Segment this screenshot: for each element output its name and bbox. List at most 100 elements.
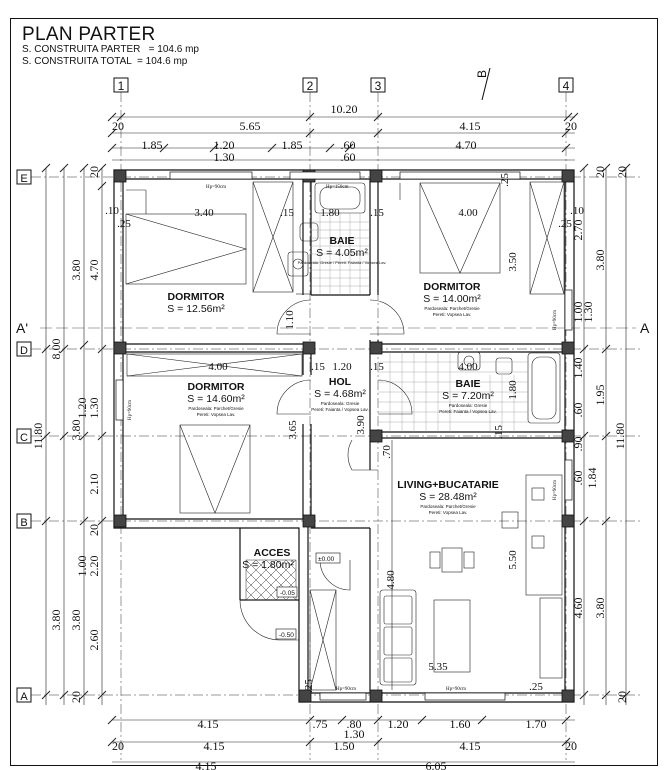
room-hallway: HOL S = 4.68m² Pardoseala: Gresie Pereti… [311, 376, 368, 412]
sill-label: Hp=90cm [553, 480, 558, 500]
room-area: S = 4.68m² [314, 388, 366, 400]
dim-label: 4.15 [196, 759, 217, 770]
room-area: S = 12.56m² [167, 303, 225, 315]
dim-label: 20 [615, 166, 629, 178]
room-area: S = 14.00m² [423, 293, 481, 305]
dim-label: 4.70 [87, 260, 101, 281]
entrance-hatch [245, 559, 297, 601]
axis-label: 3 [375, 79, 382, 93]
room-finish: Pardoseala: Gresie / Pereti: Faianta / V… [298, 260, 387, 265]
dim-label: .10 [105, 205, 119, 217]
section-marker-top: B [475, 70, 489, 78]
room-area: S = 7.20m² [442, 390, 494, 402]
dim-label: .25 [529, 681, 543, 693]
structural-columns [113, 169, 575, 703]
dim-label: 1.84 [585, 468, 599, 489]
level-label: -0.50 [279, 632, 294, 639]
dim-label: .15 [493, 425, 505, 439]
dim-label: 1.70 [526, 717, 547, 731]
dim-label: 20 [112, 739, 124, 753]
axis-label: 1 [118, 79, 125, 93]
beds [125, 182, 501, 514]
room-area: S = 14.60m² [187, 393, 245, 405]
dim-label: 1.00 [571, 302, 585, 323]
dim-label: 1.20 [332, 361, 352, 373]
sill-label: Hp=90cm [206, 185, 226, 190]
dim-label: .15 [280, 207, 294, 219]
room-name: ACCES [254, 547, 291, 559]
dim-label: 3.40 [194, 207, 214, 219]
dim-label: 4.00 [208, 361, 228, 373]
dim-label: .70 [381, 445, 393, 459]
dim-label: .25 [303, 679, 315, 693]
dim-label: 1.30 [344, 727, 365, 741]
dim-label: 4.15 [460, 119, 481, 133]
dim-label: 20 [69, 691, 83, 703]
room-bedroom-1: DORMITOR S = 12.56m² [167, 291, 225, 315]
room-finish: Pereti: Faianta / Vopsea Lav. [439, 409, 496, 414]
dim-label: 20 [565, 119, 577, 133]
axis-label: 4 [563, 79, 570, 93]
dim-label: .25 [117, 218, 131, 230]
axis-label: 2 [307, 79, 314, 93]
room-labels: DORMITOR S = 12.56m² BAIE S = 4.05m² Par… [167, 235, 498, 571]
dim-label: .60 [341, 138, 356, 152]
dim-label: 4.15 [204, 739, 225, 753]
room-living-kitchen: LIVING+BUCATARIE S = 28.48m² Pardoseala:… [397, 479, 498, 515]
dim-label: 4.15 [198, 717, 219, 731]
dim-label: .80 [347, 717, 362, 731]
dim-label: 1.20 [75, 398, 89, 419]
level-label: ±0.00 [318, 556, 335, 563]
room-finish: Pardoseala: Parchet/Gresie [188, 406, 244, 411]
dim-label: 4.80 [385, 570, 397, 590]
grid-axes: 1 2 3 4 E D C B A B A' [16, 67, 650, 760]
axis-label: D [20, 345, 28, 357]
dim-label: 20 [112, 119, 124, 133]
axis-label: B [20, 517, 27, 529]
dim-label: 5.35 [428, 661, 448, 673]
dim-label: 3.80 [69, 610, 83, 631]
dim-label: 3.80 [593, 598, 607, 619]
dim-label: 1.30 [581, 302, 595, 323]
dim-label: 4.70 [456, 138, 477, 152]
room-name: DORMITOR [188, 381, 245, 393]
dim-label: 20 [87, 166, 101, 178]
dim-label: 1.40 [571, 358, 585, 379]
sill-label: Hp=90cm [553, 310, 558, 330]
dim-label: 1.30 [87, 398, 101, 419]
axis-label: A [20, 691, 28, 703]
dim-label: 2.60 [87, 630, 101, 651]
room-name: DORMITOR [168, 291, 225, 303]
sill-label: Hp=90cm [128, 400, 133, 420]
dim-label: 5.50 [507, 550, 519, 570]
room-bathroom-1: BAIE S = 4.05m² Pardoseala: Gresie / Per… [298, 235, 387, 265]
dim-label: 11.80 [613, 423, 627, 450]
dim-label: 1.30 [214, 150, 235, 164]
dim-label: 3.50 [507, 252, 519, 272]
room-area: S = 28.48m² [419, 491, 477, 503]
dim-label: 4.00 [458, 361, 478, 373]
room-finish: Pardoseala: Gresie [449, 403, 488, 408]
room-finish: Pereti: Vopsea Lav. [433, 312, 472, 317]
dim-label: 1.10 [284, 310, 296, 330]
dim-label: 4.15 [460, 739, 481, 753]
dim-label: .15 [311, 361, 325, 373]
room-bedroom-3: DORMITOR S = 14.60m² Pardoseala: Parchet… [187, 381, 245, 417]
window-sill-labels: Hp=90cm Hp=150cm Hp=90cm Hp=90cm Hp=90cm… [128, 185, 558, 692]
room-name: BAIE [329, 235, 354, 247]
dim-label: .60 [571, 403, 585, 418]
dim-label: 1.95 [593, 385, 607, 406]
dim-label: .75 [313, 717, 328, 731]
dim-label: 1.60 [450, 717, 471, 731]
sill-label: Hp=150cm [326, 185, 349, 190]
level-label: -0.05 [280, 590, 295, 597]
dim-label: 20 [615, 691, 629, 703]
dim-label: 3.90 [355, 415, 367, 435]
dim-label: .60 [571, 471, 585, 486]
dim-label: 8.00 [49, 339, 63, 360]
dim-label: 2.70 [571, 220, 585, 241]
room-finish: Pardoseala: Gresie [321, 401, 360, 406]
dim-label: 6.05 [426, 759, 447, 770]
built-area-ground: S. CONSTRUITA PARTER = 104.6 mp [22, 44, 199, 55]
